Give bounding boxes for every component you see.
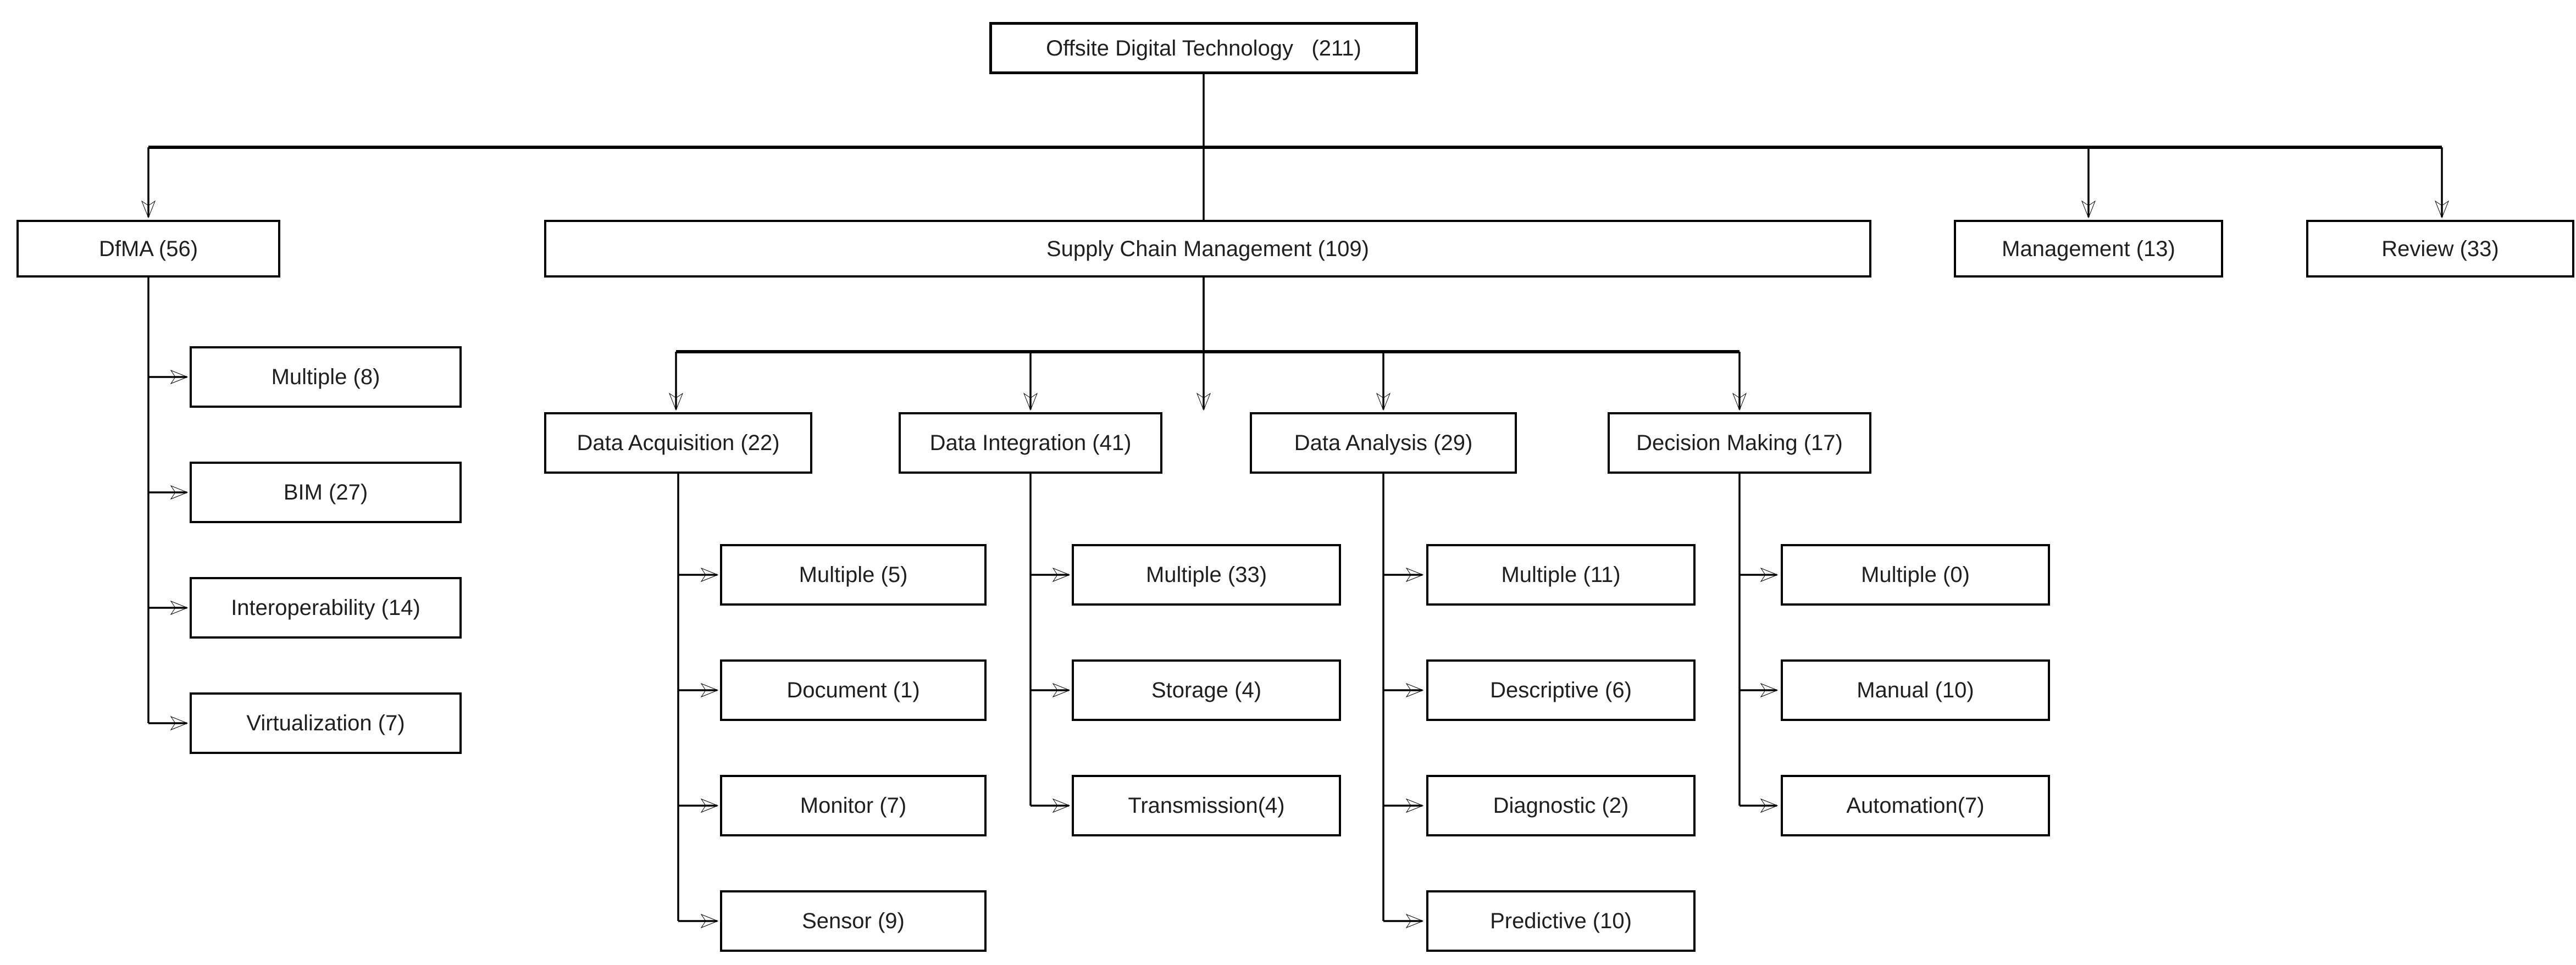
node-dm-multiple: Multiple (0) bbox=[1781, 544, 2050, 606]
node-dfma: DfMA (56) bbox=[16, 220, 280, 278]
node-descriptive: Descriptive (6) bbox=[1426, 659, 1696, 721]
node-predictive: Predictive (10) bbox=[1426, 890, 1696, 952]
node-dan-multiple: Multiple (11) bbox=[1426, 544, 1696, 606]
node-automation: Automation(7) bbox=[1781, 775, 2050, 836]
node-data-acquisition: Data Acquisition (22) bbox=[544, 412, 812, 474]
node-decision-making: Decision Making (17) bbox=[1608, 412, 1871, 474]
node-transmission: Transmission(4) bbox=[1072, 775, 1341, 836]
node-offsite-digital-technology: Offsite Digital Technology (211) bbox=[989, 22, 1418, 74]
node-supply-chain-management: Supply Chain Management (109) bbox=[544, 220, 1871, 278]
node-monitor: Monitor (7) bbox=[720, 775, 987, 836]
node-di-multiple: Multiple (33) bbox=[1072, 544, 1341, 606]
node-dfma-multiple: Multiple (8) bbox=[190, 346, 462, 408]
node-data-analysis: Data Analysis (29) bbox=[1250, 412, 1517, 474]
node-storage: Storage (4) bbox=[1072, 659, 1341, 721]
node-review: Review (33) bbox=[2306, 220, 2574, 278]
node-interoperability: Interoperability (14) bbox=[190, 577, 462, 639]
node-sensor: Sensor (9) bbox=[720, 890, 987, 952]
node-diagnostic: Diagnostic (2) bbox=[1426, 775, 1696, 836]
node-virtualization: Virtualization (7) bbox=[190, 692, 462, 754]
node-bim: BIM (27) bbox=[190, 462, 462, 523]
node-document: Document (1) bbox=[720, 659, 987, 721]
node-data-integration: Data Integration (41) bbox=[899, 412, 1162, 474]
node-manual: Manual (10) bbox=[1781, 659, 2050, 721]
node-da-multiple: Multiple (5) bbox=[720, 544, 987, 606]
node-management: Management (13) bbox=[1954, 220, 2223, 278]
